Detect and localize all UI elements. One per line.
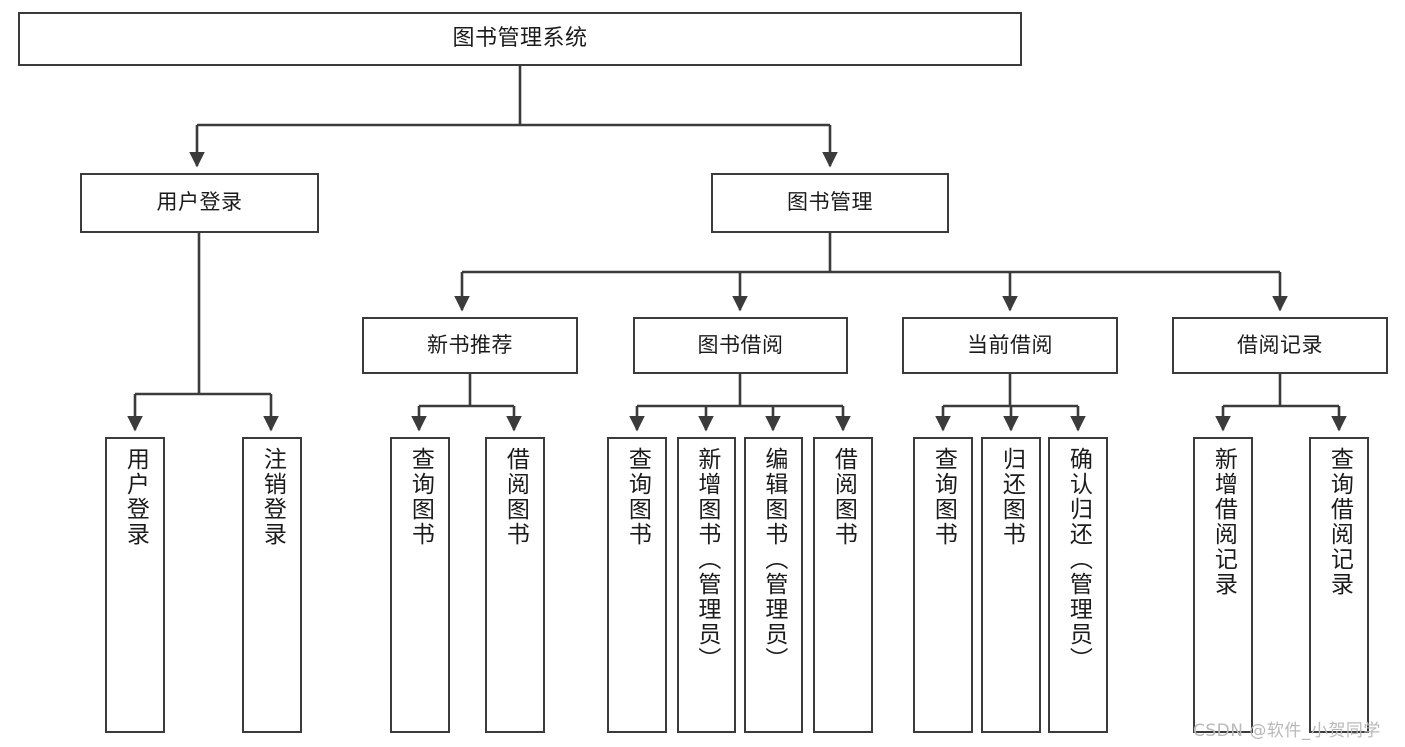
node-new-book-recommend[interactable]: 新书推荐	[362, 317, 578, 374]
node-label: 新增图书（管理员）	[693, 447, 720, 672]
node-root-system[interactable]: 图书管理系统	[18, 12, 1022, 66]
node-label: 图书借阅	[697, 332, 784, 357]
leaf-query-borrow-record[interactable]: 查询借阅记录	[1309, 437, 1369, 733]
leaf-borrow-book-recommend[interactable]: 借阅图书	[485, 437, 545, 733]
node-label: 编辑图书（管理员）	[760, 447, 787, 672]
leaf-edit-book-admin[interactable]: 编辑图书（管理员）	[744, 437, 803, 733]
leaf-borrow-book[interactable]: 借阅图书	[813, 437, 873, 733]
node-label: 借阅图书	[830, 447, 857, 547]
node-label: 新增借阅记录	[1210, 447, 1237, 597]
node-label: 借阅图书	[502, 447, 529, 547]
node-label: 用户登录	[156, 190, 243, 215]
leaf-query-book-current[interactable]: 查询图书	[913, 437, 973, 733]
leaf-user-login[interactable]: 用户登录	[105, 437, 165, 733]
node-book-management[interactable]: 图书管理	[711, 173, 949, 233]
node-label: 查询图书	[407, 447, 434, 547]
node-label: 确认归还（管理员）	[1065, 447, 1092, 672]
node-label: 归还图书	[998, 447, 1025, 547]
leaf-return-book[interactable]: 归还图书	[981, 437, 1041, 733]
node-current-borrow[interactable]: 当前借阅	[902, 317, 1118, 374]
node-user-login[interactable]: 用户登录	[80, 173, 319, 233]
node-label: 查询图书	[624, 447, 651, 547]
leaf-confirm-return-admin[interactable]: 确认归还（管理员）	[1048, 437, 1108, 733]
node-label: 新书推荐	[427, 332, 513, 357]
node-label: 当前借阅	[967, 332, 1053, 357]
node-label: 查询图书	[930, 447, 957, 547]
node-label: 用户登录	[122, 447, 149, 547]
node-label: 图书管理系统	[452, 25, 588, 51]
node-borrow-record[interactable]: 借阅记录	[1172, 317, 1388, 374]
node-book-borrow[interactable]: 图书借阅	[633, 317, 848, 374]
leaf-add-borrow-record[interactable]: 新增借阅记录	[1193, 437, 1253, 733]
leaf-query-book-recommend[interactable]: 查询图书	[390, 437, 450, 733]
node-label: 图书管理	[787, 190, 873, 215]
node-label: 借阅记录	[1237, 332, 1323, 357]
node-label: 注销登录	[259, 447, 286, 547]
watermark-text: CSDN @软件_小贺同学	[1193, 721, 1381, 741]
leaf-user-logout[interactable]: 注销登录	[242, 437, 302, 733]
node-label: 查询借阅记录	[1326, 447, 1353, 597]
leaf-query-book-borrow[interactable]: 查询图书	[607, 437, 667, 733]
leaf-add-book-admin[interactable]: 新增图书（管理员）	[677, 437, 736, 733]
